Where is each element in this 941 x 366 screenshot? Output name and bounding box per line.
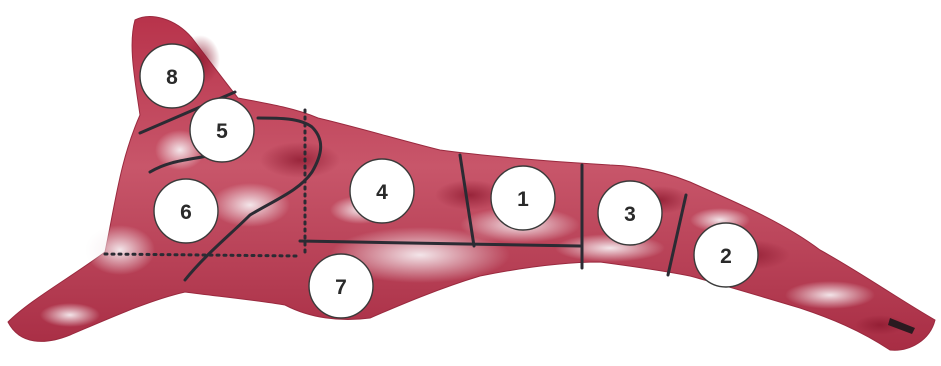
cut-label-2: 2 [694, 223, 758, 287]
cut-label-7-text: 7 [335, 276, 347, 299]
cut-label-4-text: 4 [376, 181, 388, 204]
cut-label-7: 7 [309, 254, 373, 318]
cut-label-1: 1 [491, 166, 555, 230]
cut-label-3-text: 3 [624, 203, 636, 226]
cut-label-2-text: 2 [720, 245, 732, 268]
cut-label-4: 4 [350, 159, 414, 223]
cut-label-8: 8 [140, 44, 204, 108]
cut-label-1-text: 1 [517, 188, 529, 211]
cut-label-6: 6 [154, 179, 218, 243]
cut-label-8-text: 8 [166, 66, 178, 89]
cut-label-6-text: 6 [180, 201, 192, 224]
cut-label-5-text: 5 [216, 120, 228, 143]
cut-label-3: 3 [598, 181, 662, 245]
cut-label-5: 5 [190, 98, 254, 162]
